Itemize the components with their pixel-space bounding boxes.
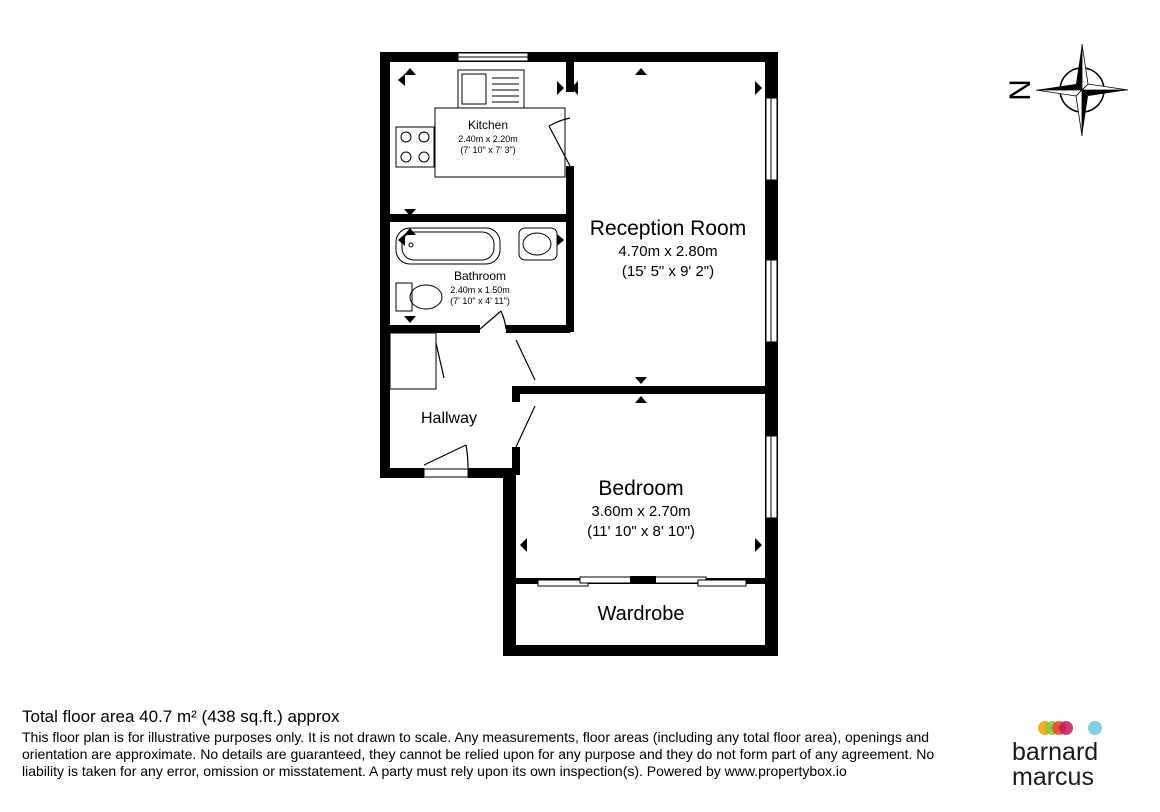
brand-line-2: marcus (1012, 763, 1094, 791)
bedroom-metric: 3.60m x 2.70m (591, 503, 690, 520)
hob-icon (395, 126, 435, 168)
kitchen-fixtures (395, 69, 566, 178)
brand-dots-icon (1038, 721, 1102, 735)
kitchen-metric: 2.40m x 2.20m (458, 134, 518, 144)
reception-imperial: (15' 5" x 9' 2") (622, 263, 714, 280)
reception-name: Reception Room (590, 217, 746, 240)
floor-plan: Kitchen 2.40m x 2.20m (7' 10" x 7' 3") B… (380, 43, 1129, 656)
kitchen-name: Kitchen (468, 118, 508, 132)
bathroom-metric: 2.40m x 1.50m (450, 285, 510, 295)
sink-icon (457, 69, 525, 109)
wardrobe-doors (537, 576, 747, 587)
hallway-cupboard (389, 332, 437, 390)
brand-logo: barnard marcus (1012, 740, 1098, 790)
disclaimer-text: This floor plan is for illustrative purp… (22, 729, 935, 779)
hallway-name: Hallway (421, 410, 477, 427)
kitchen-imperial: (7' 10" x 7' 3") (460, 145, 515, 155)
windows (423, 52, 778, 519)
toilet-icon (395, 282, 413, 312)
wardrobe-name: Wardrobe (597, 603, 684, 625)
reception-metric: 4.70m x 2.80m (618, 243, 717, 260)
doors (423, 117, 571, 469)
brand-dot (1059, 721, 1073, 735)
brand-dot (1088, 721, 1102, 735)
bedroom-name: Bedroom (598, 477, 683, 500)
bathtub-icon (395, 227, 501, 265)
bathroom-name: Bathroom (454, 269, 506, 283)
compass-rose-icon: N (1004, 43, 1129, 137)
brand-line-1: barnard (1012, 738, 1099, 766)
bathroom-imperial: (7' 10" x 4' 11") (450, 296, 510, 306)
walls (380, 52, 778, 656)
compass-north-letter: N (1004, 79, 1037, 101)
bedroom-imperial: (11' 10" x 8' 10") (587, 523, 695, 540)
room-labels: Kitchen 2.40m x 2.20m (7' 10" x 7' 3") B… (421, 118, 746, 625)
total-floor-area: Total floor area 40.7 m² (438 sq.ft.) ap… (22, 707, 340, 726)
dimension-arrows (398, 68, 762, 552)
